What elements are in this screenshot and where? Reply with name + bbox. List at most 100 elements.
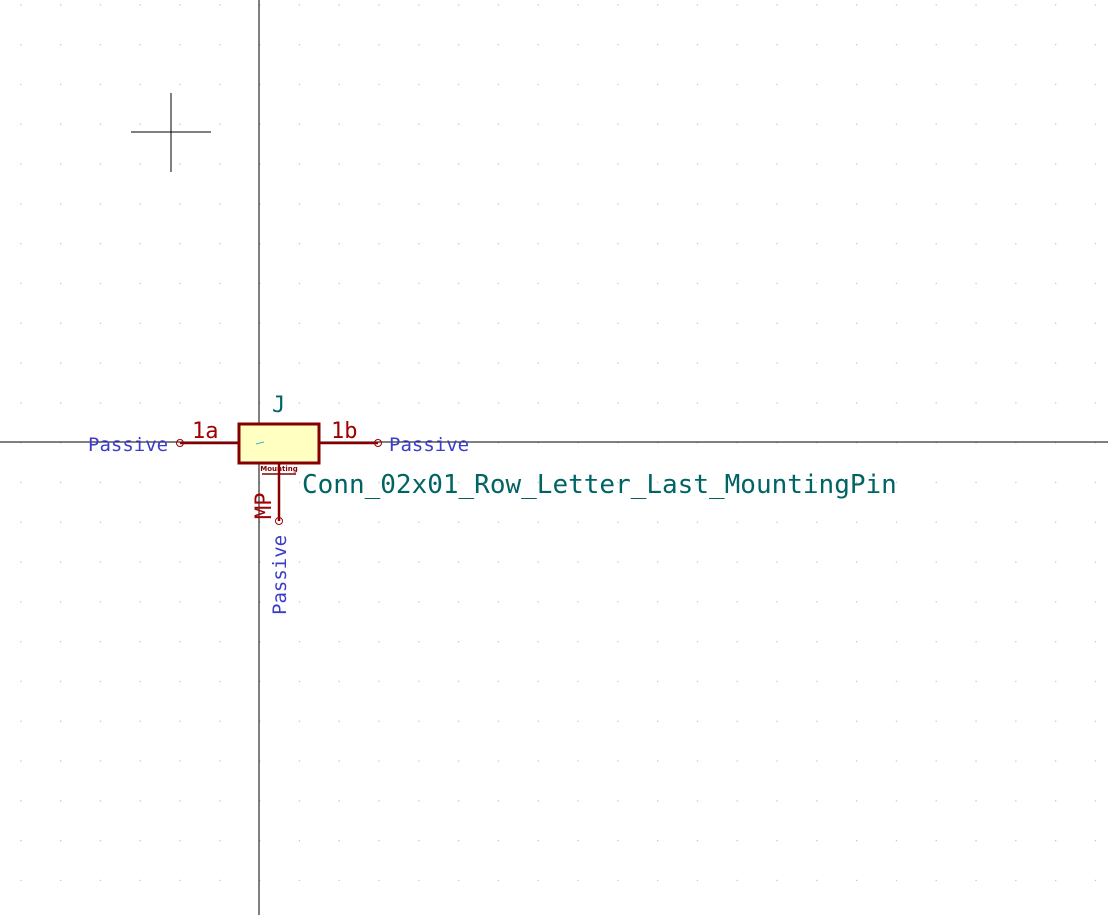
grid-dot [298, 481, 301, 484]
pin-1a-endpoint[interactable] [176, 439, 184, 447]
grid-dot [816, 442, 818, 444]
grid-dot [617, 163, 619, 165]
grid-dot [259, 4, 261, 6]
grid-dot [696, 840, 699, 842]
pin-mp[interactable]: Mounting MP Passive [252, 463, 298, 615]
grid-dot [60, 282, 62, 285]
grid-dot [935, 203, 937, 205]
grid-dot [617, 840, 619, 842]
grid-dot [617, 521, 619, 523]
cursor-crosshair [131, 93, 211, 172]
grid-dot [338, 641, 340, 643]
grid-dot [378, 680, 380, 683]
grid-dot [895, 123, 898, 125]
grid-dot [298, 203, 301, 205]
grid-dot [935, 362, 937, 364]
grid-dot [179, 322, 181, 324]
grid-dot [139, 680, 141, 683]
symbol-reference[interactable]: J [272, 393, 285, 418]
grid-dot [776, 840, 778, 842]
grid-dot [1055, 760, 1057, 762]
grid-dot [657, 561, 659, 563]
grid-dot [657, 601, 659, 603]
grid-dot [935, 481, 937, 484]
grid-dot [338, 840, 340, 842]
grid-dot [60, 163, 62, 165]
grid-dot [99, 282, 102, 285]
grid-dot [935, 800, 937, 802]
grid-dot [219, 760, 221, 762]
grid-dot [99, 362, 102, 364]
grid-dot [975, 282, 977, 285]
grid-dot [497, 282, 500, 285]
grid-dot [617, 800, 619, 802]
grid-dot [259, 561, 261, 563]
grid-dot [1055, 243, 1057, 245]
grid-dot [418, 123, 420, 125]
grid-dot [378, 83, 380, 86]
grid-dot [378, 44, 380, 46]
pin-1b-endpoint[interactable] [374, 439, 382, 447]
grid-dot [139, 44, 141, 46]
pin-1b[interactable]: 1b Passive [298, 419, 469, 456]
grid-dot [338, 282, 340, 285]
grid-dot [617, 282, 619, 285]
grid-dot [1055, 282, 1057, 285]
grid-dot [975, 402, 977, 404]
grid-dot [139, 282, 141, 285]
grid-dot [856, 4, 858, 6]
grid-dot [418, 4, 420, 6]
grid-dot [617, 481, 619, 484]
grid-dot [856, 720, 858, 722]
grid-dot [20, 601, 22, 603]
grid-dot [1094, 163, 1097, 165]
grid-dot [1055, 44, 1057, 46]
grid-dot [378, 243, 380, 245]
grid-dot [497, 44, 500, 46]
grid-dot [537, 879, 539, 882]
grid-dot [736, 123, 738, 125]
grid-dot [139, 83, 141, 86]
grid-dot [259, 322, 261, 324]
grid-dot [696, 879, 699, 882]
grid-dot [776, 760, 778, 762]
grid-dot [736, 282, 738, 285]
grid-dot [139, 123, 141, 125]
grid-dot [298, 362, 301, 364]
grid-dot [895, 322, 898, 324]
grid-dot [935, 680, 937, 683]
pin-1a[interactable]: 1a Passive [88, 419, 260, 456]
grid-dot [816, 680, 818, 683]
grid-dot [458, 561, 460, 563]
pin-mp-endpoint[interactable] [275, 517, 283, 525]
grid-dot [657, 760, 659, 762]
grid-dot [617, 83, 619, 86]
grid-dot [378, 282, 380, 285]
grid-dot [1094, 83, 1097, 86]
symbol-body[interactable] [237, 422, 321, 465]
grid-dot [338, 760, 340, 762]
grid-dot [736, 521, 738, 523]
symbol-value[interactable]: Conn_02x01_Row_Letter_Last_MountingPin [302, 470, 897, 500]
grid-dot [696, 641, 699, 643]
grid-dot [537, 322, 539, 324]
grid-dot [60, 243, 62, 245]
grid-dot [696, 243, 699, 245]
grid-dot [816, 521, 818, 523]
grid-dot [577, 163, 579, 165]
grid-dot [60, 402, 62, 404]
grid-dot [497, 402, 500, 404]
grid-dot [736, 800, 738, 802]
grid-dot [1055, 641, 1057, 643]
grid-dot [139, 442, 141, 444]
grid-dot [99, 879, 102, 882]
grid-dot [458, 879, 460, 882]
grid-dot [497, 322, 500, 324]
grid-dot [975, 680, 977, 683]
grid-dot [20, 123, 22, 125]
grid-dot [60, 83, 62, 86]
connector-symbol[interactable]: 1a Passive 1b Passive Mounting MP Passiv… [88, 393, 897, 615]
grid-dot [736, 243, 738, 245]
grid-dot [60, 322, 62, 324]
